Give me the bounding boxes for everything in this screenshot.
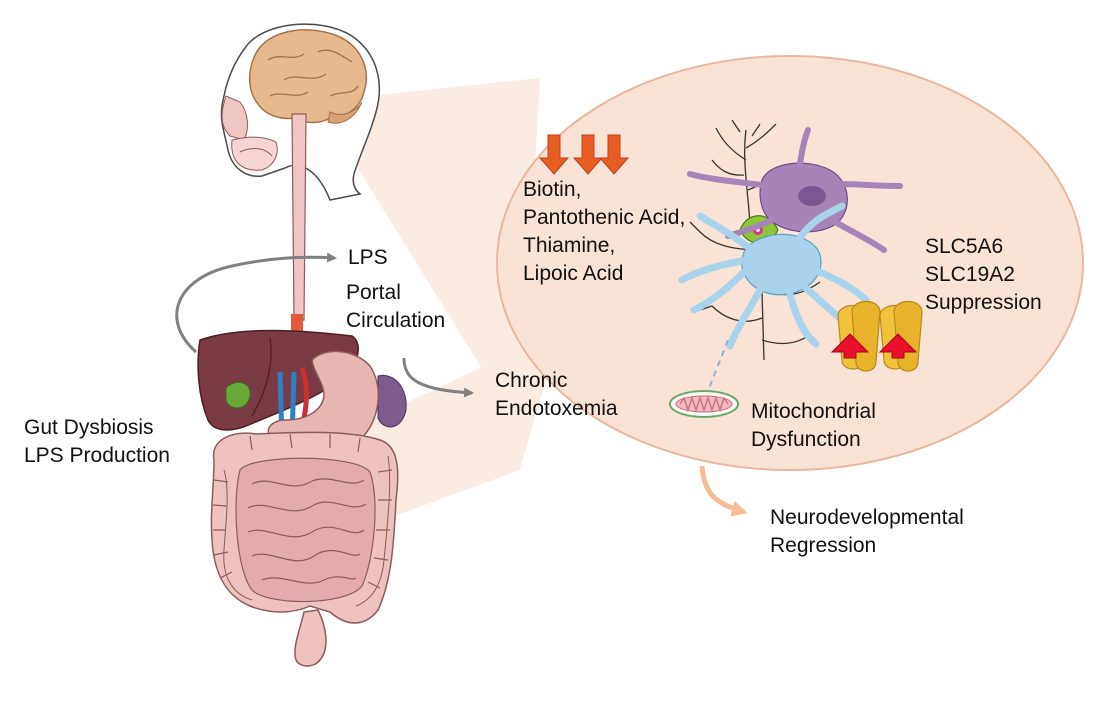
mito-line: Mitochondrial [751, 400, 876, 423]
small-intestine-icon [235, 457, 376, 603]
nutrients-label: Biotin, Pantothenic Acid, Thiamine, Lipo… [523, 176, 685, 288]
portal-line: Portal [346, 281, 401, 304]
down-arrow-icon [572, 134, 604, 175]
transporter-line: SLC19A2 [925, 263, 1015, 286]
nutrient-line: Thiamine, [523, 234, 616, 257]
gut-line: Gut Dysbiosis [24, 416, 154, 439]
up-arrow-icon [878, 333, 918, 359]
endotoxemia-line: Endotoxemia [495, 397, 618, 420]
regression-line: Neurodevelopmental [770, 506, 964, 529]
gut-dysbiosis-label: Gut Dysbiosis LPS Production [24, 414, 170, 470]
astrocyte-icon [678, 202, 870, 350]
down-arrow-icon [538, 134, 570, 175]
transporter-line: Suppression [925, 291, 1042, 314]
brain-icon [248, 29, 367, 124]
nutrient-line: Pantothenic Acid, [523, 206, 686, 229]
regression-line: Regression [770, 534, 877, 557]
nutrient-line: Lipoic Acid [523, 262, 624, 285]
lps-label: LPS [348, 246, 388, 269]
portal-loop-arrow [175, 252, 337, 354]
mitochondrion-icon [669, 390, 739, 418]
mitochondrial-label: Mitochondrial Dysfunction [751, 398, 876, 454]
regression-arrow [699, 465, 748, 517]
endotoxemia-label: Chronic Endotoxemia [495, 367, 618, 423]
regression-label: Neurodevelopmental Regression [770, 504, 964, 560]
endotoxemia-line: Chronic [495, 369, 568, 392]
esophagus [291, 113, 307, 321]
portal-circulation-label: Portal Circulation [346, 279, 445, 335]
endotoxemia-arrow [402, 357, 474, 398]
down-arrow-icon [598, 134, 630, 175]
mito-line: Dysfunction [751, 428, 861, 451]
rectum [294, 609, 327, 667]
microglia-icon [687, 127, 903, 253]
decrease-arrows [538, 134, 630, 175]
up-arrow-icon [830, 333, 870, 359]
transporter-line: SLC5A6 [925, 235, 1004, 258]
nutrient-line: Biotin, [523, 178, 582, 201]
human-body [175, 23, 474, 667]
gut-line: LPS Production [24, 444, 170, 467]
transporter-label: SLC5A6 SLC19A2 Suppression [925, 233, 1042, 317]
portal-line: Circulation [346, 309, 446, 332]
